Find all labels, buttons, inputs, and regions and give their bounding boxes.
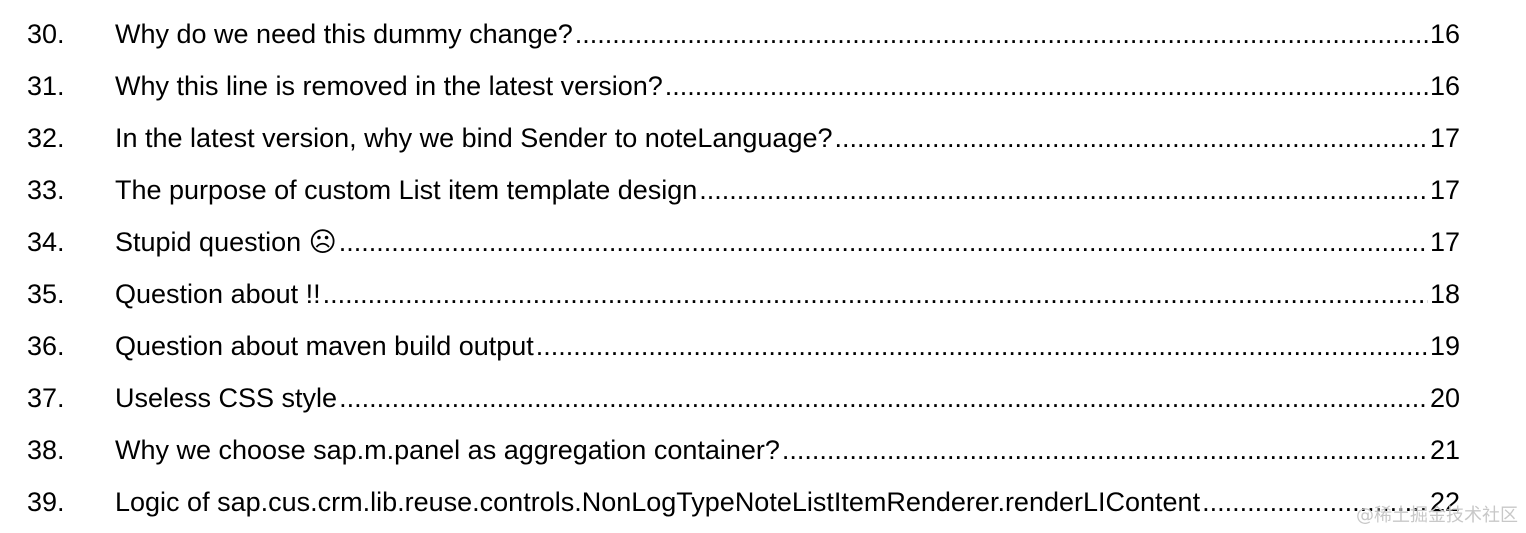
toc-entry-36[interactable]: 36. Question about maven build output 19 <box>27 320 1460 372</box>
toc-dot-leader <box>339 372 1428 424</box>
toc-entry-title: Question about maven build output <box>115 331 534 361</box>
toc-entry-30[interactable]: 30. Why do we need this dummy change? 16 <box>27 8 1460 60</box>
toc-entry-title: Useless CSS style <box>115 383 338 413</box>
toc-dot-leader <box>339 216 1428 268</box>
toc-entry-page: 16 <box>1429 19 1460 49</box>
toc-dot-leader <box>665 60 1428 112</box>
toc-entry-page: 17 <box>1429 227 1460 257</box>
toc-entry-title: Why do we need this dummy change? <box>115 19 573 49</box>
toc-entry-title: Why this line is removed in the latest v… <box>115 71 663 101</box>
toc-entry-number: 36. <box>27 331 65 361</box>
toc-dot-leader <box>575 8 1428 60</box>
toc-dot-leader <box>699 164 1428 216</box>
toc-entry-number: 38. <box>27 435 65 465</box>
toc-entry-number: 39. <box>27 487 65 517</box>
toc-entry-number: 30. <box>27 19 65 49</box>
toc-entry-title: In the latest version, why we bind Sende… <box>115 123 833 153</box>
toc-entry-number: 35. <box>27 279 65 309</box>
toc-entry-page: 17 <box>1429 175 1460 205</box>
toc-entry-page: 21 <box>1429 435 1460 465</box>
toc-entry-page: 17 <box>1429 123 1460 153</box>
toc-dot-leader <box>323 268 1428 320</box>
toc-dot-leader <box>835 112 1428 164</box>
toc-entry-title: Question about !! <box>115 279 321 309</box>
table-of-contents: 30. Why do we need this dummy change? 16… <box>27 8 1460 528</box>
toc-entry-number: 32. <box>27 123 65 153</box>
toc-entry-38[interactable]: 38. Why we choose sap.m.panel as aggrega… <box>27 424 1460 476</box>
toc-entry-page: 20 <box>1429 383 1460 413</box>
toc-entry-page: 22 <box>1429 487 1460 517</box>
toc-entry-39[interactable]: 39. Logic of sap.cus.crm.lib.reuse.contr… <box>27 476 1460 528</box>
toc-entry-title: Why we choose sap.m.panel as aggregation… <box>115 435 780 465</box>
toc-entry-title: Stupid question ☹ <box>115 227 337 257</box>
toc-entry-33[interactable]: 33. The purpose of custom List item temp… <box>27 164 1460 216</box>
toc-entry-title: Logic of sap.cus.crm.lib.reuse.controls.… <box>115 487 1201 517</box>
toc-entry-37[interactable]: 37. Useless CSS style 20 <box>27 372 1460 424</box>
toc-entry-34[interactable]: 34. Stupid question ☹ 17 <box>27 216 1460 268</box>
toc-entry-35[interactable]: 35. Question about !! 18 <box>27 268 1460 320</box>
toc-dot-leader <box>536 320 1428 372</box>
toc-entry-page: 16 <box>1429 71 1460 101</box>
toc-entry-page: 18 <box>1429 279 1460 309</box>
watermark: @稀土掘金技术社区 <box>1356 505 1518 526</box>
toc-entry-title: The purpose of custom List item template… <box>115 175 698 205</box>
toc-dot-leader <box>782 424 1428 476</box>
toc-entry-page: 19 <box>1429 331 1460 361</box>
toc-entry-31[interactable]: 31. Why this line is removed in the late… <box>27 60 1460 112</box>
toc-entry-32[interactable]: 32. In the latest version, why we bind S… <box>27 112 1460 164</box>
toc-entry-number: 34. <box>27 227 65 257</box>
toc-entry-number: 33. <box>27 175 65 205</box>
toc-entry-number: 31. <box>27 71 65 101</box>
toc-entry-number: 37. <box>27 383 65 413</box>
